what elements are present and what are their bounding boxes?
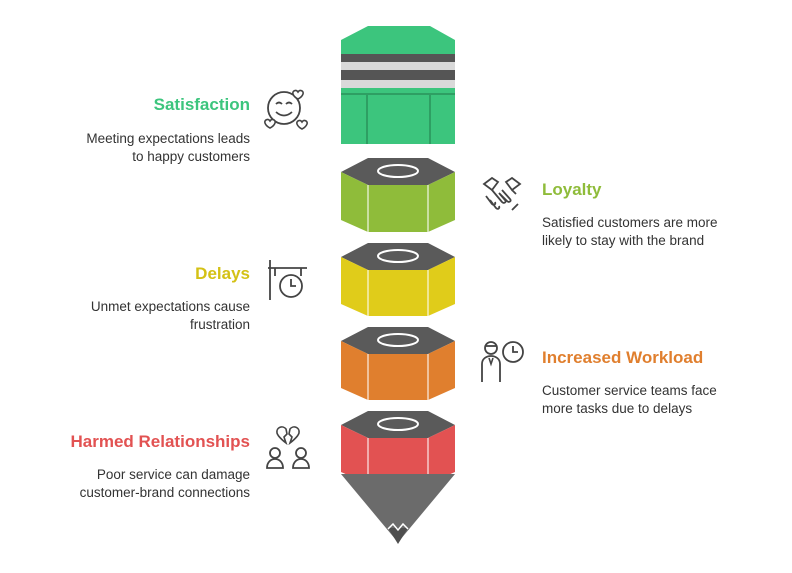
- satisfaction-description-line-2: to happy customers: [132, 149, 250, 164]
- workload-description-line-1: Customer service teams face: [542, 383, 717, 398]
- workload-description-line-2: more tasks due to delays: [542, 401, 693, 416]
- broken-heart-people-icon: [266, 426, 310, 469]
- loyalty-body: [341, 172, 455, 232]
- satisfaction-side-line-left: [366, 94, 368, 144]
- pencil-tip: [341, 474, 455, 544]
- harmed-title: Harmed Relationships: [70, 432, 251, 451]
- loyalty-cap-hole: [377, 164, 419, 178]
- segment-satisfaction: [341, 26, 455, 144]
- person-clock-icon: [481, 341, 524, 382]
- delays-cap: [341, 243, 455, 270]
- satisfaction-band-1: [341, 52, 455, 62]
- loyalty-description: Satisfied customers are more likely to s…: [542, 214, 772, 250]
- satisfaction-front: [341, 82, 455, 144]
- loyalty-cap: [341, 158, 455, 185]
- harmed-body: [341, 425, 455, 484]
- workload-body: [341, 341, 455, 400]
- satisfaction-band-3: [341, 70, 455, 80]
- workload-cap: [341, 327, 455, 354]
- loyalty-title: Loyalty: [542, 180, 602, 199]
- segment-workload: [341, 327, 455, 400]
- satisfaction-side-line-right: [429, 94, 431, 144]
- smiling-face-hearts-icon: [264, 89, 308, 130]
- workload-cap-hole: [377, 333, 419, 347]
- harmed-description-line-2: customer-brand connections: [79, 485, 250, 500]
- harmed-cap: [341, 411, 455, 438]
- segment-loyalty: [341, 158, 455, 232]
- harmed-description-line-1: Poor service can damage: [96, 467, 250, 482]
- delays-description-line-2: frustration: [189, 317, 250, 332]
- delays-description-line-1: Unmet expectations cause: [90, 299, 250, 314]
- loyalty-description-line-2: likely to stay with the brand: [542, 233, 705, 248]
- harmed-cap-hole: [377, 417, 419, 431]
- delays-body: [341, 257, 455, 316]
- loyalty-description-line-1: Satisfied customers are more: [542, 215, 718, 230]
- hanging-clock-sign-icon: [268, 260, 307, 300]
- pencil-tip-wood: [341, 474, 455, 540]
- satisfaction-description: Meeting expectations leads to happy cust…: [40, 130, 250, 166]
- delays-description: Unmet expectations cause frustration: [40, 298, 250, 334]
- workload-title: Increased Workload: [542, 348, 704, 367]
- satisfaction-band-2: [341, 62, 455, 70]
- delays-title: Delays: [195, 264, 250, 283]
- satisfaction-top: [341, 26, 455, 54]
- segment-delays: [341, 243, 455, 316]
- segment-harmed: [341, 411, 455, 484]
- workload-description: Customer service teams face more tasks d…: [542, 382, 772, 418]
- handshake-icon: [482, 176, 522, 211]
- delays-cap-hole: [377, 249, 419, 263]
- harmed-description: Poor service can damage customer-brand c…: [40, 466, 250, 502]
- satisfaction-title: Satisfaction: [153, 95, 250, 114]
- pencil-tip-point: [388, 528, 408, 544]
- satisfaction-description-line-1: Meeting expectations leads: [86, 131, 250, 146]
- satisfaction-band-4: [341, 80, 455, 88]
